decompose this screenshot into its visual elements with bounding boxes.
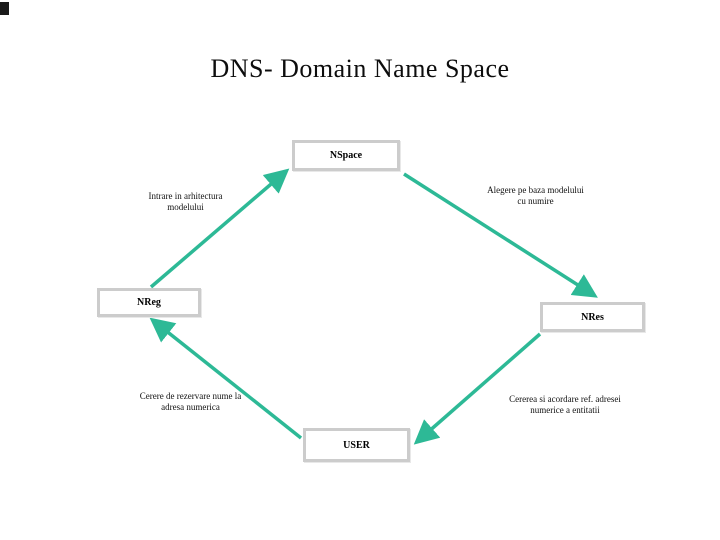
slide-title: DNS- Domain Name Space bbox=[210, 54, 510, 83]
node-nspace-label: NSpace bbox=[329, 150, 363, 161]
node-nspace: NSpace bbox=[292, 140, 400, 171]
node-nreg-label: NReg bbox=[137, 297, 161, 308]
arrow-nres-to-user bbox=[413, 332, 542, 445]
edge-label-alegere-model: Alegere pe baza modelului cu numire bbox=[487, 185, 584, 206]
node-nres-label: NRes bbox=[581, 311, 604, 323]
arrow-user-to-nreg bbox=[149, 317, 303, 440]
node-nres: NRes bbox=[540, 302, 645, 332]
arrow-nspace-to-nres bbox=[403, 172, 598, 298]
node-nreg: NReg bbox=[97, 288, 201, 317]
arrow-nreg-to-nspace bbox=[149, 168, 290, 289]
edge-label-cerere-rezervare: Cerere de rezervare nume la adresa numer… bbox=[139, 391, 242, 412]
corner-artifact bbox=[0, 2, 9, 15]
node-user: USER bbox=[303, 428, 410, 462]
node-user-label: USER bbox=[343, 439, 370, 451]
edge-label-cerere-acordare: Cererea si acordare ref. adresei numeric… bbox=[509, 394, 621, 415]
edge-label-intrare-arhitectura: Intrare in arhitectura modelului bbox=[148, 191, 223, 212]
